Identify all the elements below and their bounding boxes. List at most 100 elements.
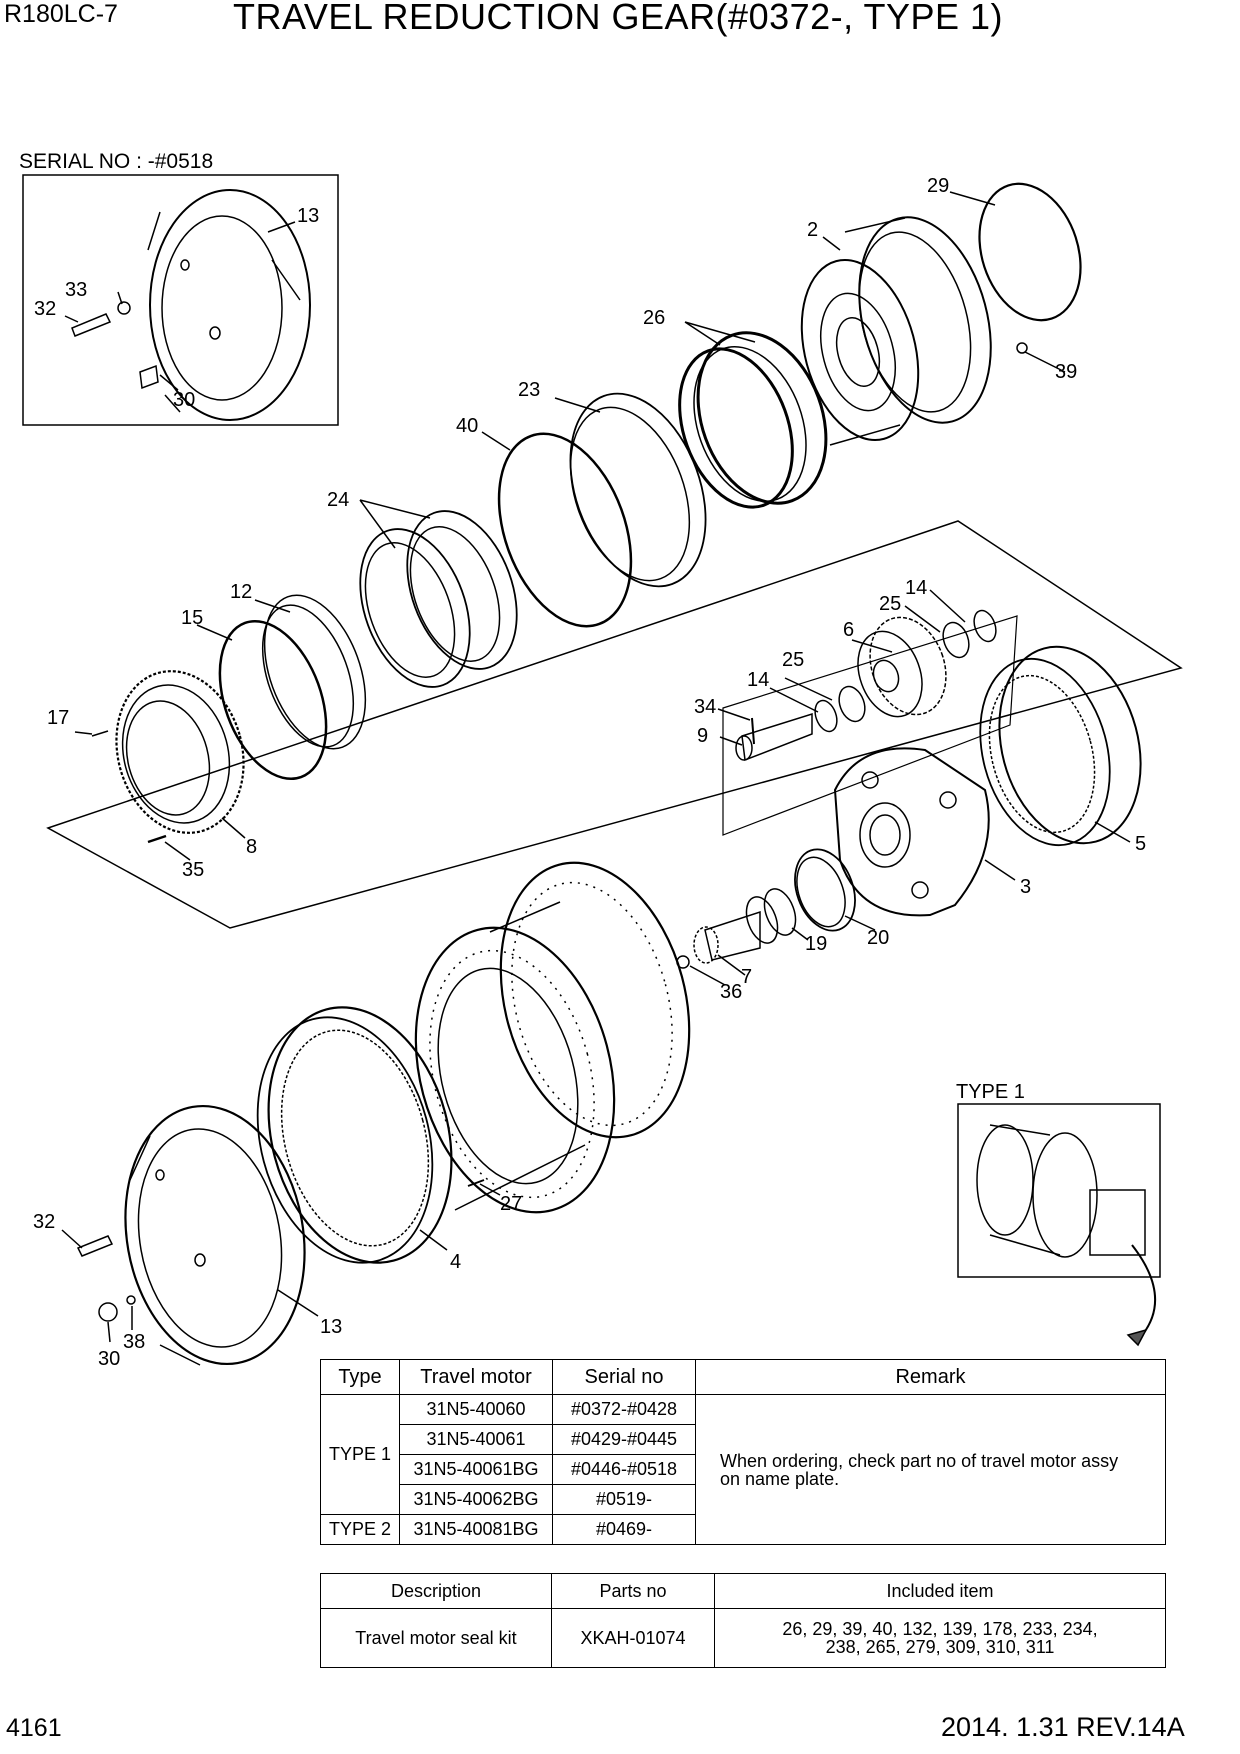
pin-17 (91, 730, 109, 737)
plug-30 (98, 1302, 118, 1322)
col-header-included-item: Included item (714, 1573, 1166, 1609)
callout: 40 (456, 415, 478, 437)
callout: 7 (741, 966, 752, 988)
sun-gear-7 (693, 910, 761, 964)
callout: 29 (927, 175, 949, 197)
callout: 34 (694, 696, 716, 718)
callout: 12 (230, 581, 252, 603)
callout: 26 (643, 307, 665, 329)
washer-14-lower (814, 699, 838, 733)
callout: 14 (747, 669, 769, 691)
sprocket-hub-13 (124, 1104, 306, 1366)
needle-bearing-25-lower (838, 685, 866, 723)
serial-cell: #0372-#0428 (552, 1394, 696, 1425)
callout: 2 (807, 219, 818, 241)
callout: 15 (181, 607, 203, 629)
table-row: TYPE 1 31N5-40060 #0372-#0428 When order… (320, 1394, 1166, 1545)
inset-sprocket-hub (71, 189, 311, 421)
callout: 6 (843, 619, 854, 641)
type2-cell: TYPE 2 (320, 1514, 400, 1545)
motor-cell: 31N5-40060 (399, 1394, 553, 1425)
included-items-cell: 26, 29, 39, 40, 132, 139, 178, 233, 234,… (714, 1608, 1166, 1668)
washer-14-upper (973, 609, 997, 643)
type1-cell: TYPE 1 (320, 1394, 400, 1515)
o-ring-15 (218, 619, 328, 781)
carrier-subgroup-outline (722, 615, 1018, 836)
serial-cell: #0519- (552, 1484, 696, 1515)
motor-cell: 31N5-40062BG (399, 1484, 553, 1515)
motor-cell: 31N5-40081BG (399, 1514, 553, 1545)
serial-cell: #0469- (552, 1514, 696, 1545)
shaft-9-end (735, 735, 753, 761)
table-row: 31N5-40061 #0429-#0445 (321, 1424, 1166, 1455)
callout: 38 (123, 1331, 145, 1353)
callout: 32 (34, 298, 56, 320)
col-header-serial-no: Serial no (552, 1359, 696, 1395)
motor-cell: 31N5-40061BG (399, 1454, 553, 1485)
callout: 35 (182, 859, 204, 881)
bolt-35 (147, 834, 167, 844)
callout: 25 (782, 649, 804, 671)
callout: 8 (246, 836, 257, 858)
remark-cell: When ordering, check part no of travel m… (695, 1394, 1166, 1545)
callout: 36 (720, 981, 742, 1003)
callout: 24 (327, 489, 349, 511)
remark-line: When ordering, check part no of travel m… (720, 1450, 1119, 1471)
o-ring-40 (497, 432, 633, 628)
callout: 32 (33, 1211, 55, 1233)
included-line: 238, 265, 279, 309, 310, 311 (825, 1637, 1055, 1657)
o-ring-29 (978, 182, 1082, 322)
callout: 13 (320, 1316, 342, 1338)
col-header-travel-motor: Travel motor (399, 1359, 553, 1395)
ring-23-inner (569, 406, 691, 582)
housing-2 (800, 216, 992, 446)
callout: 3 (1020, 876, 1031, 898)
ring-gear-8 (115, 670, 245, 834)
pin-27 (467, 1179, 485, 1187)
description-cell: Travel motor seal kit (320, 1608, 552, 1668)
travel-motor-type-table: Type Travel motor Serial no Remark TYPE … (320, 1359, 1166, 1545)
callout: 5 (1135, 833, 1146, 855)
serial-cell: #0429-#0445 (552, 1424, 696, 1455)
type1-motor-sketch (976, 1124, 1146, 1258)
col-header-remark: Remark (695, 1359, 1166, 1395)
shaft-9 (741, 712, 813, 762)
ring-gear-5 (979, 645, 1142, 847)
serial-inset-label: SERIAL NO : -#0518 (19, 150, 214, 173)
snap-ring-12 (263, 594, 367, 750)
motor-cell: 31N5-40061 (399, 1424, 553, 1455)
pin-34 (751, 717, 755, 745)
callout: 30 (98, 1348, 120, 1370)
floating-seal-26 (678, 331, 828, 509)
remark-line: on name plate. (720, 1468, 840, 1489)
page-number: 4161 (6, 1714, 62, 1742)
ring-23 (569, 392, 707, 588)
table-row: Travel motor seal kit XKAH-01074 26, 29,… (320, 1608, 1166, 1668)
callout: 20 (867, 927, 889, 949)
serial-inset-box (22, 174, 339, 426)
callout: 25 (879, 593, 901, 615)
col-header-description: Description (320, 1573, 552, 1609)
serial-cell: #0446-#0518 (552, 1454, 696, 1485)
callout: 30 (173, 389, 195, 411)
table-row: TYPE 2 31N5-40081BG #0469- (320, 1514, 1166, 1545)
callout: 14 (905, 577, 927, 599)
model-label: R180LC-7 (4, 0, 118, 28)
callout: 19 (805, 933, 827, 955)
bolt-32 (76, 1235, 114, 1257)
col-header-type: Type (320, 1359, 400, 1395)
type1-inset-label: TYPE 1 (956, 1081, 1025, 1103)
planet-gear-6 (857, 616, 947, 718)
o-ring-38 (126, 1295, 136, 1305)
callout: 33 (65, 279, 87, 301)
callout: 13 (297, 205, 319, 227)
callout: 39 (1055, 361, 1077, 383)
callout: 4 (450, 1251, 461, 1273)
thrust-ring-20 (794, 848, 856, 932)
table-row: 31N5-40061BG #0446-#0518 (321, 1454, 1166, 1485)
page-title: TRAVEL REDUCTION GEAR(#0372-, TYPE 1) (233, 0, 1004, 37)
callout: 23 (518, 379, 540, 401)
included-line: 26, 29, 39, 40, 132, 139, 178, 233, 234, (782, 1619, 1098, 1639)
carrier-3 (833, 747, 990, 917)
